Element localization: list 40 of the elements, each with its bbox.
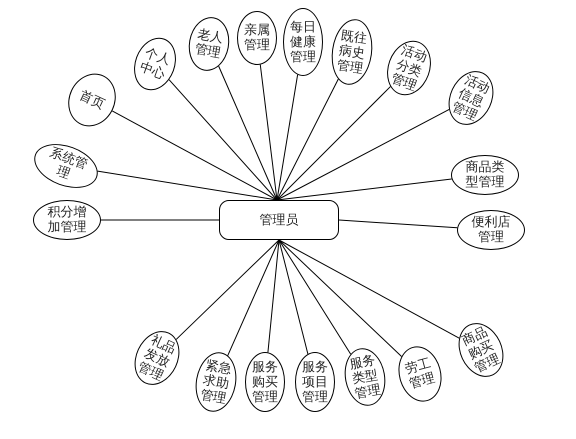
connector-line — [97, 170, 278, 200]
node-label: 既往病史管理 — [335, 28, 369, 76]
node-label: 商品类型管理 — [464, 160, 506, 190]
connector-line — [168, 79, 278, 200]
node-label: 积分增加管理 — [46, 205, 88, 235]
role-box — [219, 200, 339, 240]
connector-line — [218, 66, 278, 200]
node-label: 老人管理 — [192, 26, 226, 62]
connector-line — [278, 240, 352, 355]
connector-line — [276, 78, 339, 200]
node-label: 服务类型管理 — [347, 352, 383, 402]
connector-line — [338, 220, 458, 228]
connector-line — [112, 110, 278, 200]
node-label: 管理员 — [258, 212, 300, 228]
connector-line — [267, 240, 280, 353]
node-label: 每日健康管理 — [289, 20, 317, 64]
node-label: 首页 — [76, 86, 108, 114]
node-label: 服务项目管理 — [301, 360, 329, 404]
node-label: 劳工管理 — [402, 356, 438, 392]
node-label: 个人中心 — [136, 45, 174, 83]
connector-line — [276, 74, 298, 200]
connector-line — [278, 240, 402, 357]
node-label: 亲属管理 — [243, 23, 271, 53]
node-label: 服务购买管理 — [251, 360, 279, 404]
connector-line — [278, 240, 308, 354]
function-ellipse — [237, 11, 277, 65]
node-label: 活动分类管理 — [388, 42, 430, 94]
connector-line — [278, 240, 460, 339]
node-label: 活动信息管理 — [448, 72, 494, 124]
node-label: 礼品发放管理 — [134, 332, 180, 384]
node-label: 商品购买管理 — [458, 324, 504, 376]
connector-line — [276, 86, 391, 200]
connector-line — [260, 64, 278, 200]
connector-line — [276, 109, 450, 200]
node-label: 系统管理 — [46, 144, 90, 184]
node-label: 便利店管理 — [470, 215, 512, 245]
connector-line — [276, 178, 452, 200]
connector-line — [227, 240, 280, 356]
node-label: 紧急求助管理 — [198, 357, 234, 407]
connector-line — [176, 240, 280, 340]
